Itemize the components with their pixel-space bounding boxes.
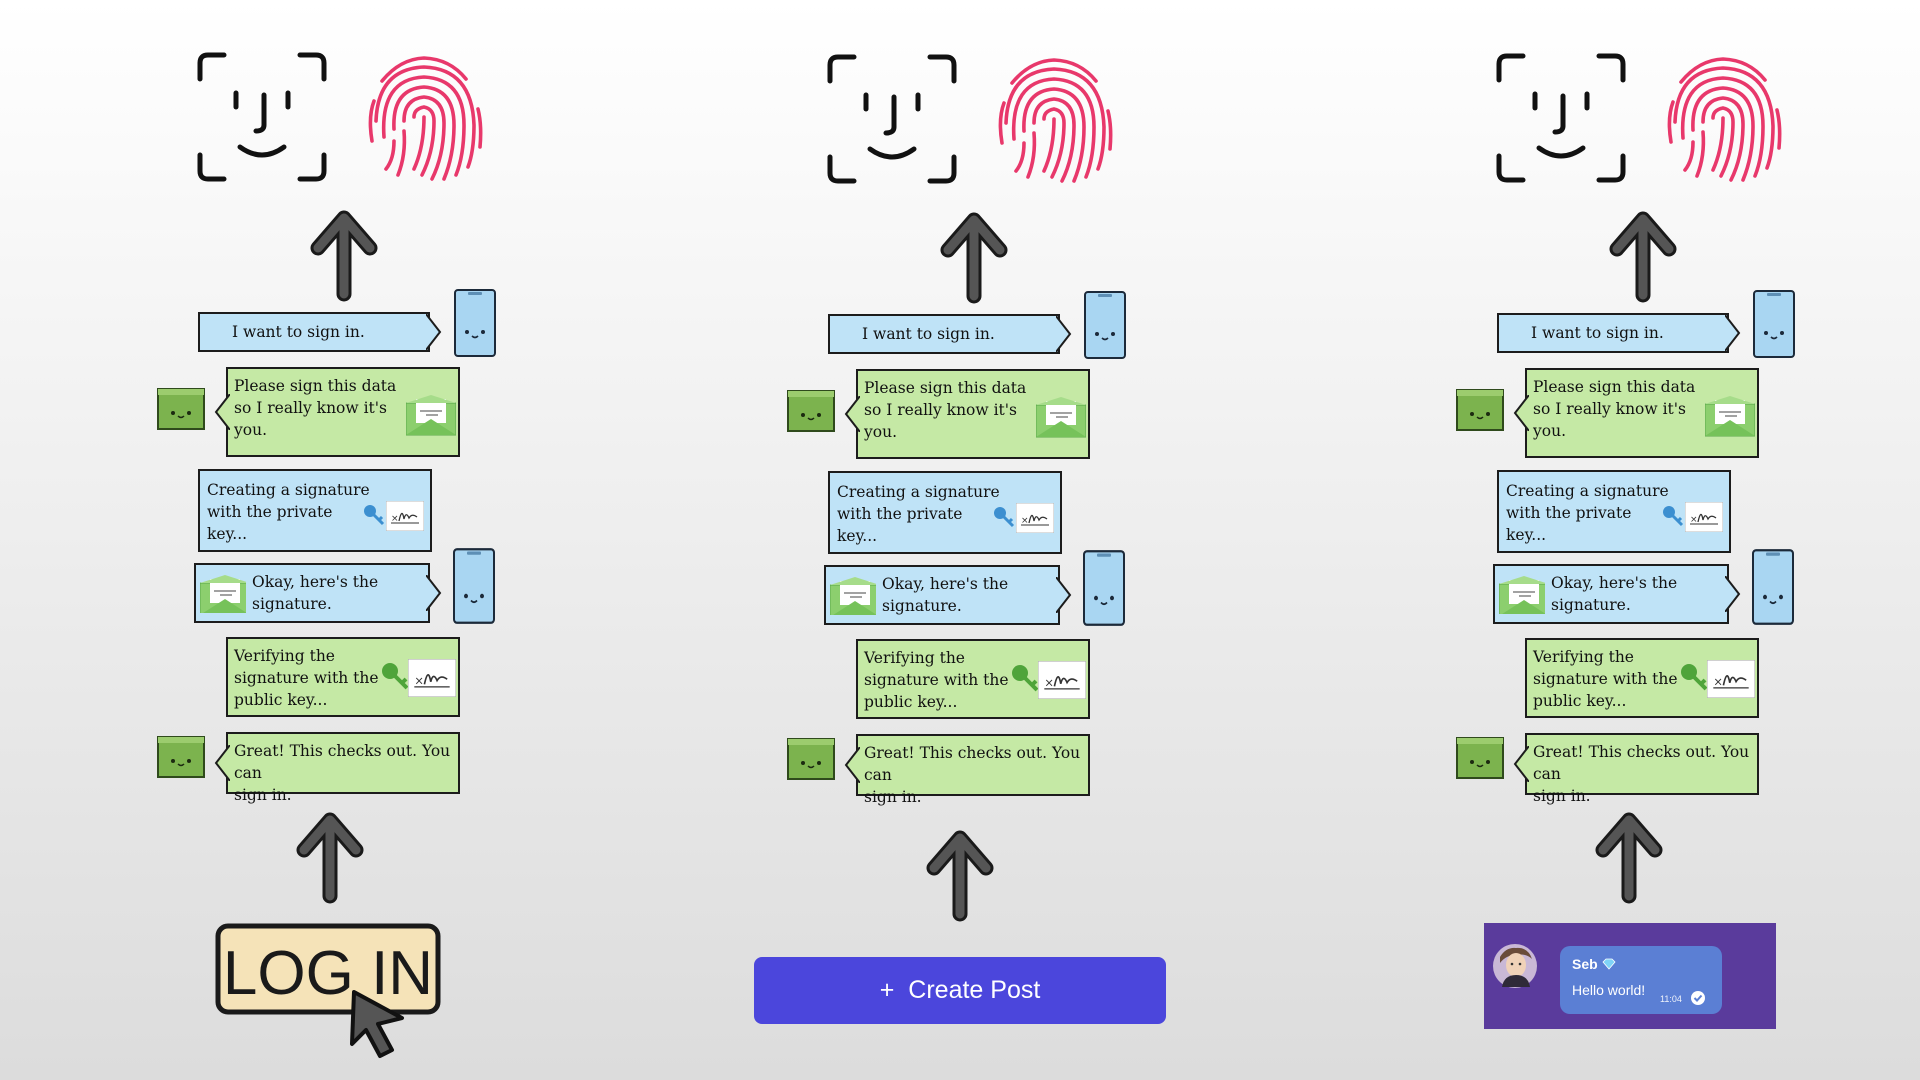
- chat-timestamp: 11:04: [1660, 994, 1682, 1004]
- chat-sender-name: Seb: [1572, 956, 1598, 972]
- create-post-button[interactable]: + Create Post: [754, 957, 1166, 1024]
- arrow-up-icon: [1595, 810, 1663, 906]
- face-id-icon: [1495, 52, 1629, 186]
- fingerprint-icon: [998, 58, 1113, 183]
- plus-icon: +: [879, 976, 895, 1004]
- phone-icon: [1082, 550, 1126, 626]
- bubble-tail: [426, 575, 442, 611]
- message-sign-in-request: I want to sign in.: [828, 314, 1072, 354]
- avatar: [1493, 944, 1537, 988]
- server-icon: [157, 388, 205, 430]
- message-creating-signature: Creating a signature with the private ke…: [1497, 470, 1731, 553]
- bubble-tail: [214, 745, 230, 781]
- phone-icon: [454, 289, 496, 357]
- envelope-icon: [1036, 396, 1086, 438]
- bubble-tail: [1513, 746, 1529, 782]
- key-icon: [364, 505, 385, 526]
- envelope-icon: [1705, 395, 1755, 437]
- arrow-up-icon: [926, 828, 994, 924]
- phone-icon: [1751, 549, 1795, 625]
- message-verifying-signature: Verifying the signature with the public …: [226, 637, 460, 717]
- bubble-tail: [1056, 316, 1072, 352]
- phone-icon: [1084, 291, 1126, 359]
- key-icon: [1012, 665, 1039, 692]
- bubble-tail: [1725, 315, 1741, 351]
- message-verifying-signature: Verifying the signature with the public …: [1525, 638, 1759, 718]
- key-icon: [382, 663, 409, 690]
- signature-icon: [1707, 660, 1755, 698]
- arrow-up-icon: [940, 210, 1008, 306]
- message-signature-sent: Okay, here's the signature.: [1493, 564, 1741, 624]
- bubble-tail: [1725, 576, 1741, 612]
- phone-icon: [1753, 290, 1795, 358]
- envelope-icon: [200, 574, 246, 613]
- flow-column-login: I want to sign in. Please sign this data…: [150, 0, 570, 1080]
- signature-icon: [408, 659, 456, 697]
- server-icon: [1456, 737, 1504, 779]
- message-sign-in-approved: Great! This checks out. You can sign in.: [214, 732, 460, 804]
- login-button-graphic: LOG IN: [215, 923, 441, 1058]
- signature-icon: [1038, 661, 1086, 699]
- arrow-up-icon: [1609, 209, 1677, 305]
- message-sign-in-approved: Great! This checks out. You can sign in.: [1513, 733, 1759, 805]
- signature-icon: [386, 501, 424, 531]
- arrow-up-icon: [296, 810, 364, 906]
- message-sign-data: Please sign this data so I really know i…: [214, 367, 460, 457]
- message-verifying-signature: Verifying the signature with the public …: [856, 639, 1090, 719]
- message-sign-data: Please sign this data so I really know i…: [1513, 368, 1759, 458]
- signature-icon: [1016, 503, 1054, 533]
- message-signature-sent: Okay, here's the signature.: [824, 565, 1072, 625]
- arrow-up-icon: [310, 208, 378, 304]
- envelope-icon: [830, 576, 876, 615]
- key-icon: [1681, 664, 1708, 691]
- cursor-icon: [350, 990, 404, 1058]
- bubble-tail: [1056, 577, 1072, 613]
- bubble-tail: [844, 747, 860, 783]
- message-creating-signature: Creating a signature with the private ke…: [198, 469, 432, 552]
- message-sign-in-request: I want to sign in.: [198, 312, 442, 352]
- key-icon: [1663, 506, 1684, 527]
- envelope-icon: [406, 394, 456, 436]
- face-id-icon: [196, 51, 330, 185]
- chat-message-text: Hello world!: [1572, 982, 1646, 998]
- bubble-tail: [426, 314, 442, 350]
- chat-panel: Seb Hello world! 11:04: [1484, 923, 1776, 1029]
- flow-column-create-post: I want to sign in. Please sign this data…: [780, 0, 1200, 1080]
- fingerprint-icon: [368, 56, 483, 181]
- server-icon: [787, 390, 835, 432]
- login-text: LOG IN: [223, 939, 433, 1008]
- flow-column-chat: I want to sign in. Please sign this data…: [1449, 0, 1869, 1080]
- chat-message: Seb Hello world! 11:04: [1560, 946, 1722, 1014]
- envelope-icon: [1499, 575, 1545, 614]
- fingerprint-icon: [1667, 57, 1782, 182]
- signature-icon: [1685, 502, 1723, 532]
- diamond-icon: [1602, 958, 1616, 970]
- bubble-tail: [1513, 395, 1529, 431]
- message-signature-sent: Okay, here's the signature.: [194, 563, 442, 623]
- server-icon: [787, 738, 835, 780]
- server-icon: [157, 736, 205, 778]
- key-icon: [994, 507, 1015, 528]
- server-icon: [1456, 389, 1504, 431]
- message-sign-in-approved: Great! This checks out. You can sign in.: [844, 734, 1090, 806]
- bubble-tail: [214, 394, 230, 430]
- face-id-icon: [826, 53, 960, 187]
- message-sign-data: Please sign this data so I really know i…: [844, 369, 1090, 459]
- bubble-tail: [844, 396, 860, 432]
- phone-icon: [452, 548, 496, 624]
- checkmark-icon: [1691, 991, 1705, 1005]
- message-sign-in-request: I want to sign in.: [1497, 313, 1741, 353]
- create-post-label: Create Post: [908, 976, 1041, 1004]
- message-creating-signature: Creating a signature with the private ke…: [828, 471, 1062, 554]
